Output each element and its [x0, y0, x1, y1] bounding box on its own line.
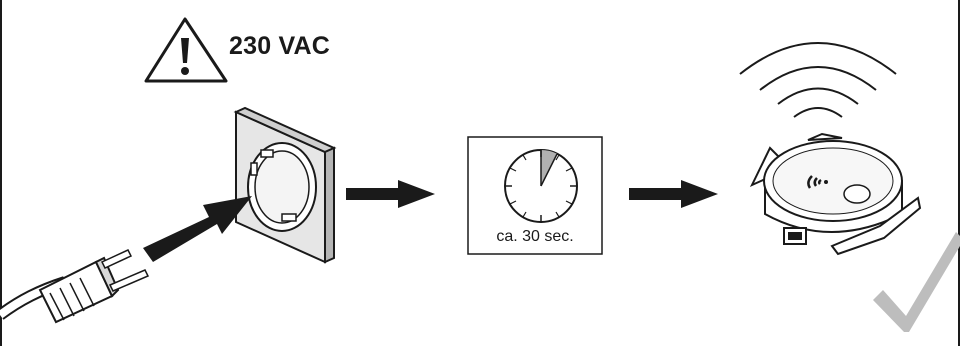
wireless-charger-icon [749, 132, 922, 256]
checkmark-icon [873, 232, 960, 332]
plug-icon [0, 249, 150, 324]
step-arrow-2-icon [629, 180, 718, 208]
step-arrow-1-icon [346, 180, 435, 208]
warning-triangle-icon [144, 17, 228, 83]
wall-socket-icon [233, 106, 337, 264]
insert-arrow-icon [143, 196, 252, 262]
timer-caption: ca. 30 sec. [496, 228, 574, 245]
voltage-label: 230 VAC [229, 32, 330, 60]
stopwatch-icon [504, 149, 578, 223]
wireless-signal-icon [739, 42, 897, 118]
